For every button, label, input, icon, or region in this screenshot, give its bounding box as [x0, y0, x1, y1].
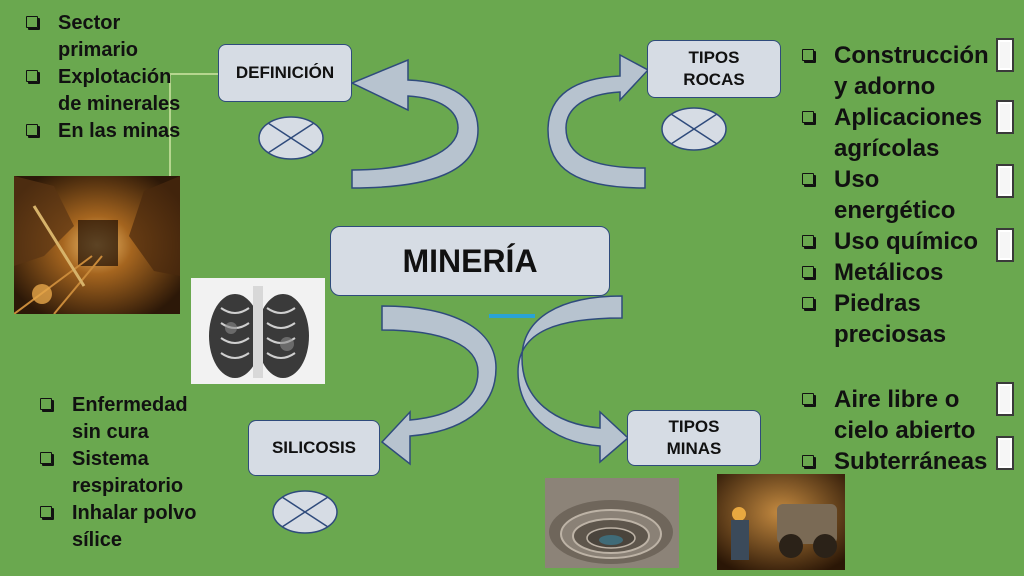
central-topic-box[interactable]: MINERÍA: [330, 226, 610, 296]
silicosis-label: SILICOSIS: [271, 438, 357, 457]
arrow-to-tipos-minas: [517, 295, 630, 464]
image-placeholder-icon: [996, 436, 1014, 470]
crossed-circle-icon: [258, 116, 324, 160]
list-item: En las minas: [24, 118, 204, 145]
tipos-minas-box[interactable]: TIPOS MINAS: [627, 410, 761, 466]
silicosis-box[interactable]: SILICOSIS: [248, 420, 380, 476]
tipos-minas-label-line2: MINAS: [666, 439, 722, 458]
tipos-rocas-box[interactable]: TIPOS ROCAS: [647, 40, 781, 98]
arrow-to-tipos-rocas: [547, 53, 650, 189]
central-topic-title: MINERÍA: [402, 242, 538, 279]
image-placeholder-icon: [996, 228, 1014, 262]
chest-xray-photo: [191, 278, 325, 384]
crossed-circle-icon: [661, 107, 727, 151]
arrow-to-definicion: [350, 58, 479, 189]
definicion-label: DEFINICIÓN: [235, 63, 335, 82]
image-placeholder-icon: [996, 38, 1014, 72]
tipos-minas-label-line1: TIPOS: [668, 417, 720, 436]
tipos-rocas-label-line2: ROCAS: [683, 70, 745, 89]
underground-miner-photo: [717, 474, 845, 570]
crossed-circle-icon: [272, 490, 338, 534]
image-placeholder-icon: [996, 382, 1014, 416]
definicion-box[interactable]: DEFINICIÓN: [218, 44, 352, 102]
arrow-to-silicosis: [380, 305, 497, 466]
image-placeholder-icon: [996, 164, 1014, 198]
image-placeholder-icon: [996, 100, 1014, 134]
list-item: Uso químico: [800, 226, 1000, 257]
tipos-rocas-label-line1: TIPOS: [688, 48, 740, 67]
list-item: Subterráneas: [800, 446, 1000, 477]
open-pit-mine-photo: [545, 478, 679, 568]
mine-tunnel-photo: [14, 176, 180, 314]
list-item: Metálicos: [800, 257, 1000, 288]
